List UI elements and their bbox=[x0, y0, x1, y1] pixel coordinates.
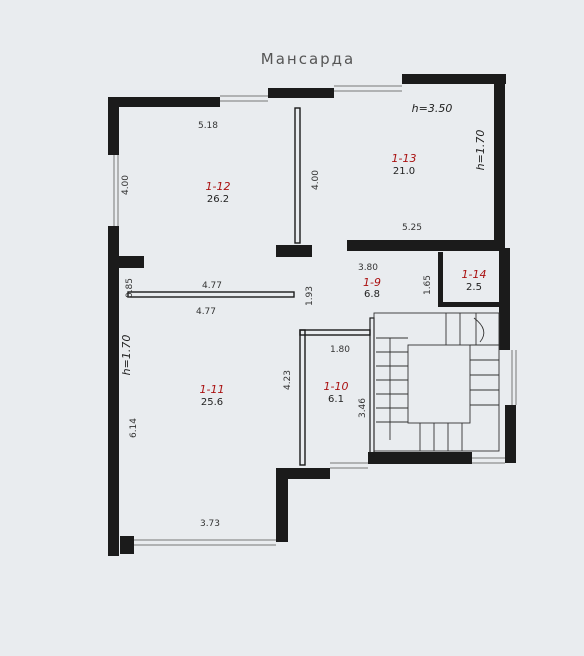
room-1-9: 1-9 6.8 3.80 1.93 1.65 bbox=[305, 263, 433, 306]
room-area: 21.0 bbox=[393, 166, 415, 177]
dim-height: 4.00 bbox=[121, 175, 131, 195]
walls bbox=[108, 74, 516, 556]
room-area: 6.1 bbox=[328, 394, 344, 405]
room-id: 1-11 bbox=[200, 383, 225, 396]
room-area: 2.5 bbox=[466, 282, 482, 293]
dim-width: 3.80 bbox=[358, 263, 378, 273]
height-label-top: h=3.50 bbox=[412, 102, 453, 115]
room-id: 1-12 bbox=[206, 180, 231, 193]
room-1-13: 1-13 21.0 4.00 5.25 bbox=[311, 152, 422, 233]
dim-height: 6.14 bbox=[129, 418, 139, 438]
room-id: 1-13 bbox=[392, 152, 417, 165]
dim-height: 3.46 bbox=[358, 398, 368, 418]
dim-right: 1.65 bbox=[423, 275, 433, 295]
room-1-10: 1-10 6.1 1.80 3.46 bbox=[324, 345, 368, 418]
room-id: 1-10 bbox=[324, 380, 349, 393]
room-id: 1-9 bbox=[363, 276, 381, 289]
dim-bottom: 3.73 bbox=[200, 519, 220, 529]
interior-partitions bbox=[127, 107, 375, 466]
height-label-right: h=1.70 bbox=[474, 130, 487, 171]
room-area: 6.8 bbox=[364, 289, 380, 300]
room-id: 1-14 bbox=[462, 268, 487, 281]
plan-title: Мансарда bbox=[261, 50, 355, 68]
dim-right: 4.23 bbox=[283, 370, 293, 390]
dim-width: 1.80 bbox=[330, 345, 350, 355]
room-1-12: 1-12 26.2 5.18 4.00 4.77 0.85 bbox=[121, 121, 230, 298]
staircase bbox=[373, 312, 500, 452]
room-area: 25.6 bbox=[201, 397, 223, 408]
dim-depth: 1.93 bbox=[305, 286, 315, 306]
room-1-14: 1-14 2.5 bbox=[462, 268, 487, 293]
dim-offset: 0.85 bbox=[125, 278, 135, 298]
room-1-11: 1-11 25.6 4.77 6.14 4.23 3.73 bbox=[129, 307, 293, 529]
height-label-left: h=1.70 bbox=[120, 335, 133, 376]
dim-height: 4.00 bbox=[311, 170, 321, 190]
windows bbox=[113, 85, 517, 546]
room-area: 26.2 bbox=[207, 194, 229, 205]
dim-width: 5.25 bbox=[402, 223, 422, 233]
dim-top: 4.77 bbox=[196, 307, 216, 317]
dim-width: 5.18 bbox=[198, 121, 218, 131]
dim-bottom: 4.77 bbox=[202, 281, 222, 291]
